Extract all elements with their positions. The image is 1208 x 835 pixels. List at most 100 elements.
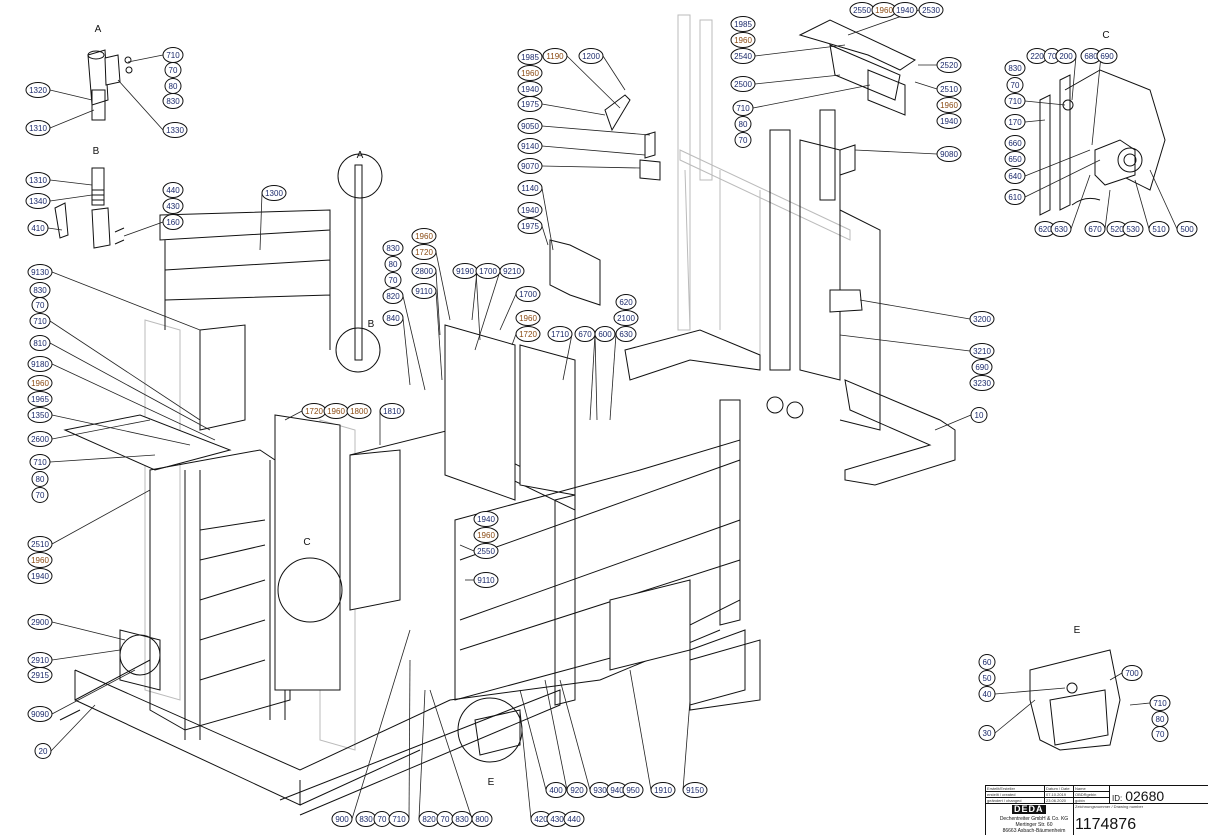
leader-line [1024,100,1066,106]
callout-number: 950 [626,786,640,795]
callout-1960: 1960 [936,97,962,113]
callout-balloon [411,244,437,260]
callout-1960: 1960 [517,65,543,81]
callout-balloon [27,391,53,407]
callout-660: 660 [1004,135,1026,151]
callout-balloon [1050,221,1072,237]
callout-number: 430 [550,815,564,824]
leader-line [499,293,517,331]
callout-balloon [1004,151,1026,167]
callout-balloon [1004,93,1026,109]
callout-number: 830 [359,815,373,824]
callout-2600: 2600 [27,431,53,447]
leader-line [402,317,411,386]
callout-820: 820 [382,288,404,304]
callout-balloon [27,356,53,372]
callout-balloon [563,811,585,827]
callout-number: 9050 [521,122,539,131]
detail-c-label: C [1102,30,1109,41]
callout-1985: 1985 [517,49,543,65]
callout-number: 70 [169,66,178,75]
leader-line [541,145,646,156]
callout-number: 70 [1048,52,1057,61]
callout-650: 650 [1004,151,1026,167]
callout-1720: 1720 [301,403,327,419]
callout-630: 630 [1050,221,1072,237]
callout-810: 810 [29,335,51,351]
callout-710: 710 [29,313,51,329]
callout-2910: 2910 [27,652,53,668]
callout-30: 30 [978,725,996,741]
callout-number: 610 [1008,193,1022,202]
callout-balloon [499,263,525,279]
callout-number: 710 [1008,97,1022,106]
callout-balloon [730,48,756,64]
leader-line [50,704,96,752]
leader-line [117,79,164,131]
callout-1975: 1975 [517,218,543,234]
callout-number: 70 [36,301,45,310]
callout-number: 1985 [521,53,539,62]
callout-1940: 1940 [892,2,918,18]
leader-line [609,333,617,421]
callout-number: 1940 [521,85,539,94]
callout-900: 900 [331,811,353,827]
callout-1960: 1960 [730,32,756,48]
callout-number: 630 [619,330,633,339]
leader-line [429,689,473,820]
callout-number: 830 [386,244,400,253]
callout-balloon [542,48,568,64]
leader-line [49,342,211,431]
callout-9110: 9110 [473,572,499,588]
callout-830: 830 [29,282,51,298]
callout-balloon [936,113,962,129]
changed-row: geändert / changed [986,798,1045,804]
callout-number: 1940 [521,206,539,215]
callout-70: 70 [734,132,752,148]
leader-line [511,333,517,346]
callout-balloon [25,82,51,98]
leader-line [408,659,411,820]
callout-820: 820 [418,811,440,827]
callout-balloon [29,335,51,351]
callout-number: 1810 [383,407,401,416]
callout-balloon [730,16,756,32]
callout-number: 1940 [896,6,914,15]
callout-number: 1340 [29,197,47,206]
leader-line [459,544,475,552]
callout-number: 400 [549,786,563,795]
leader-line [1149,169,1178,230]
callout-1960: 1960 [323,403,349,419]
callout-number: 2540 [734,52,752,61]
callout-balloon [1121,665,1143,681]
leader-line [541,165,641,169]
leader-line [47,227,63,231]
leader-line [594,333,598,421]
callout-400: 400 [545,782,567,798]
callout-1940: 1940 [517,81,543,97]
leader-line [1024,149,1091,177]
callout-balloon [384,256,402,272]
callout-balloon [25,172,51,188]
callout-690: 690 [1096,48,1118,64]
callout-number: 800 [475,815,489,824]
callout-balloon [331,811,353,827]
callout-690: 690 [971,359,993,375]
callout-710: 710 [1004,93,1026,109]
callout-number: 2800 [415,267,433,276]
callout-number: 1975 [521,100,539,109]
callout-2915: 2915 [27,667,53,683]
callout-number: 1710 [551,330,569,339]
callout-balloon [515,286,541,302]
leader-line [259,192,263,251]
leader-line [284,410,303,421]
callout-balloon [978,686,996,702]
callout-1710: 1710 [547,326,573,342]
leader-line [629,669,652,791]
callout-1965: 1965 [27,391,53,407]
callout-9140: 9140 [517,138,543,154]
callout-balloon [34,743,52,759]
callout-number: 660 [1008,139,1022,148]
callout-balloon [1148,221,1170,237]
callout-balloon [25,193,51,209]
